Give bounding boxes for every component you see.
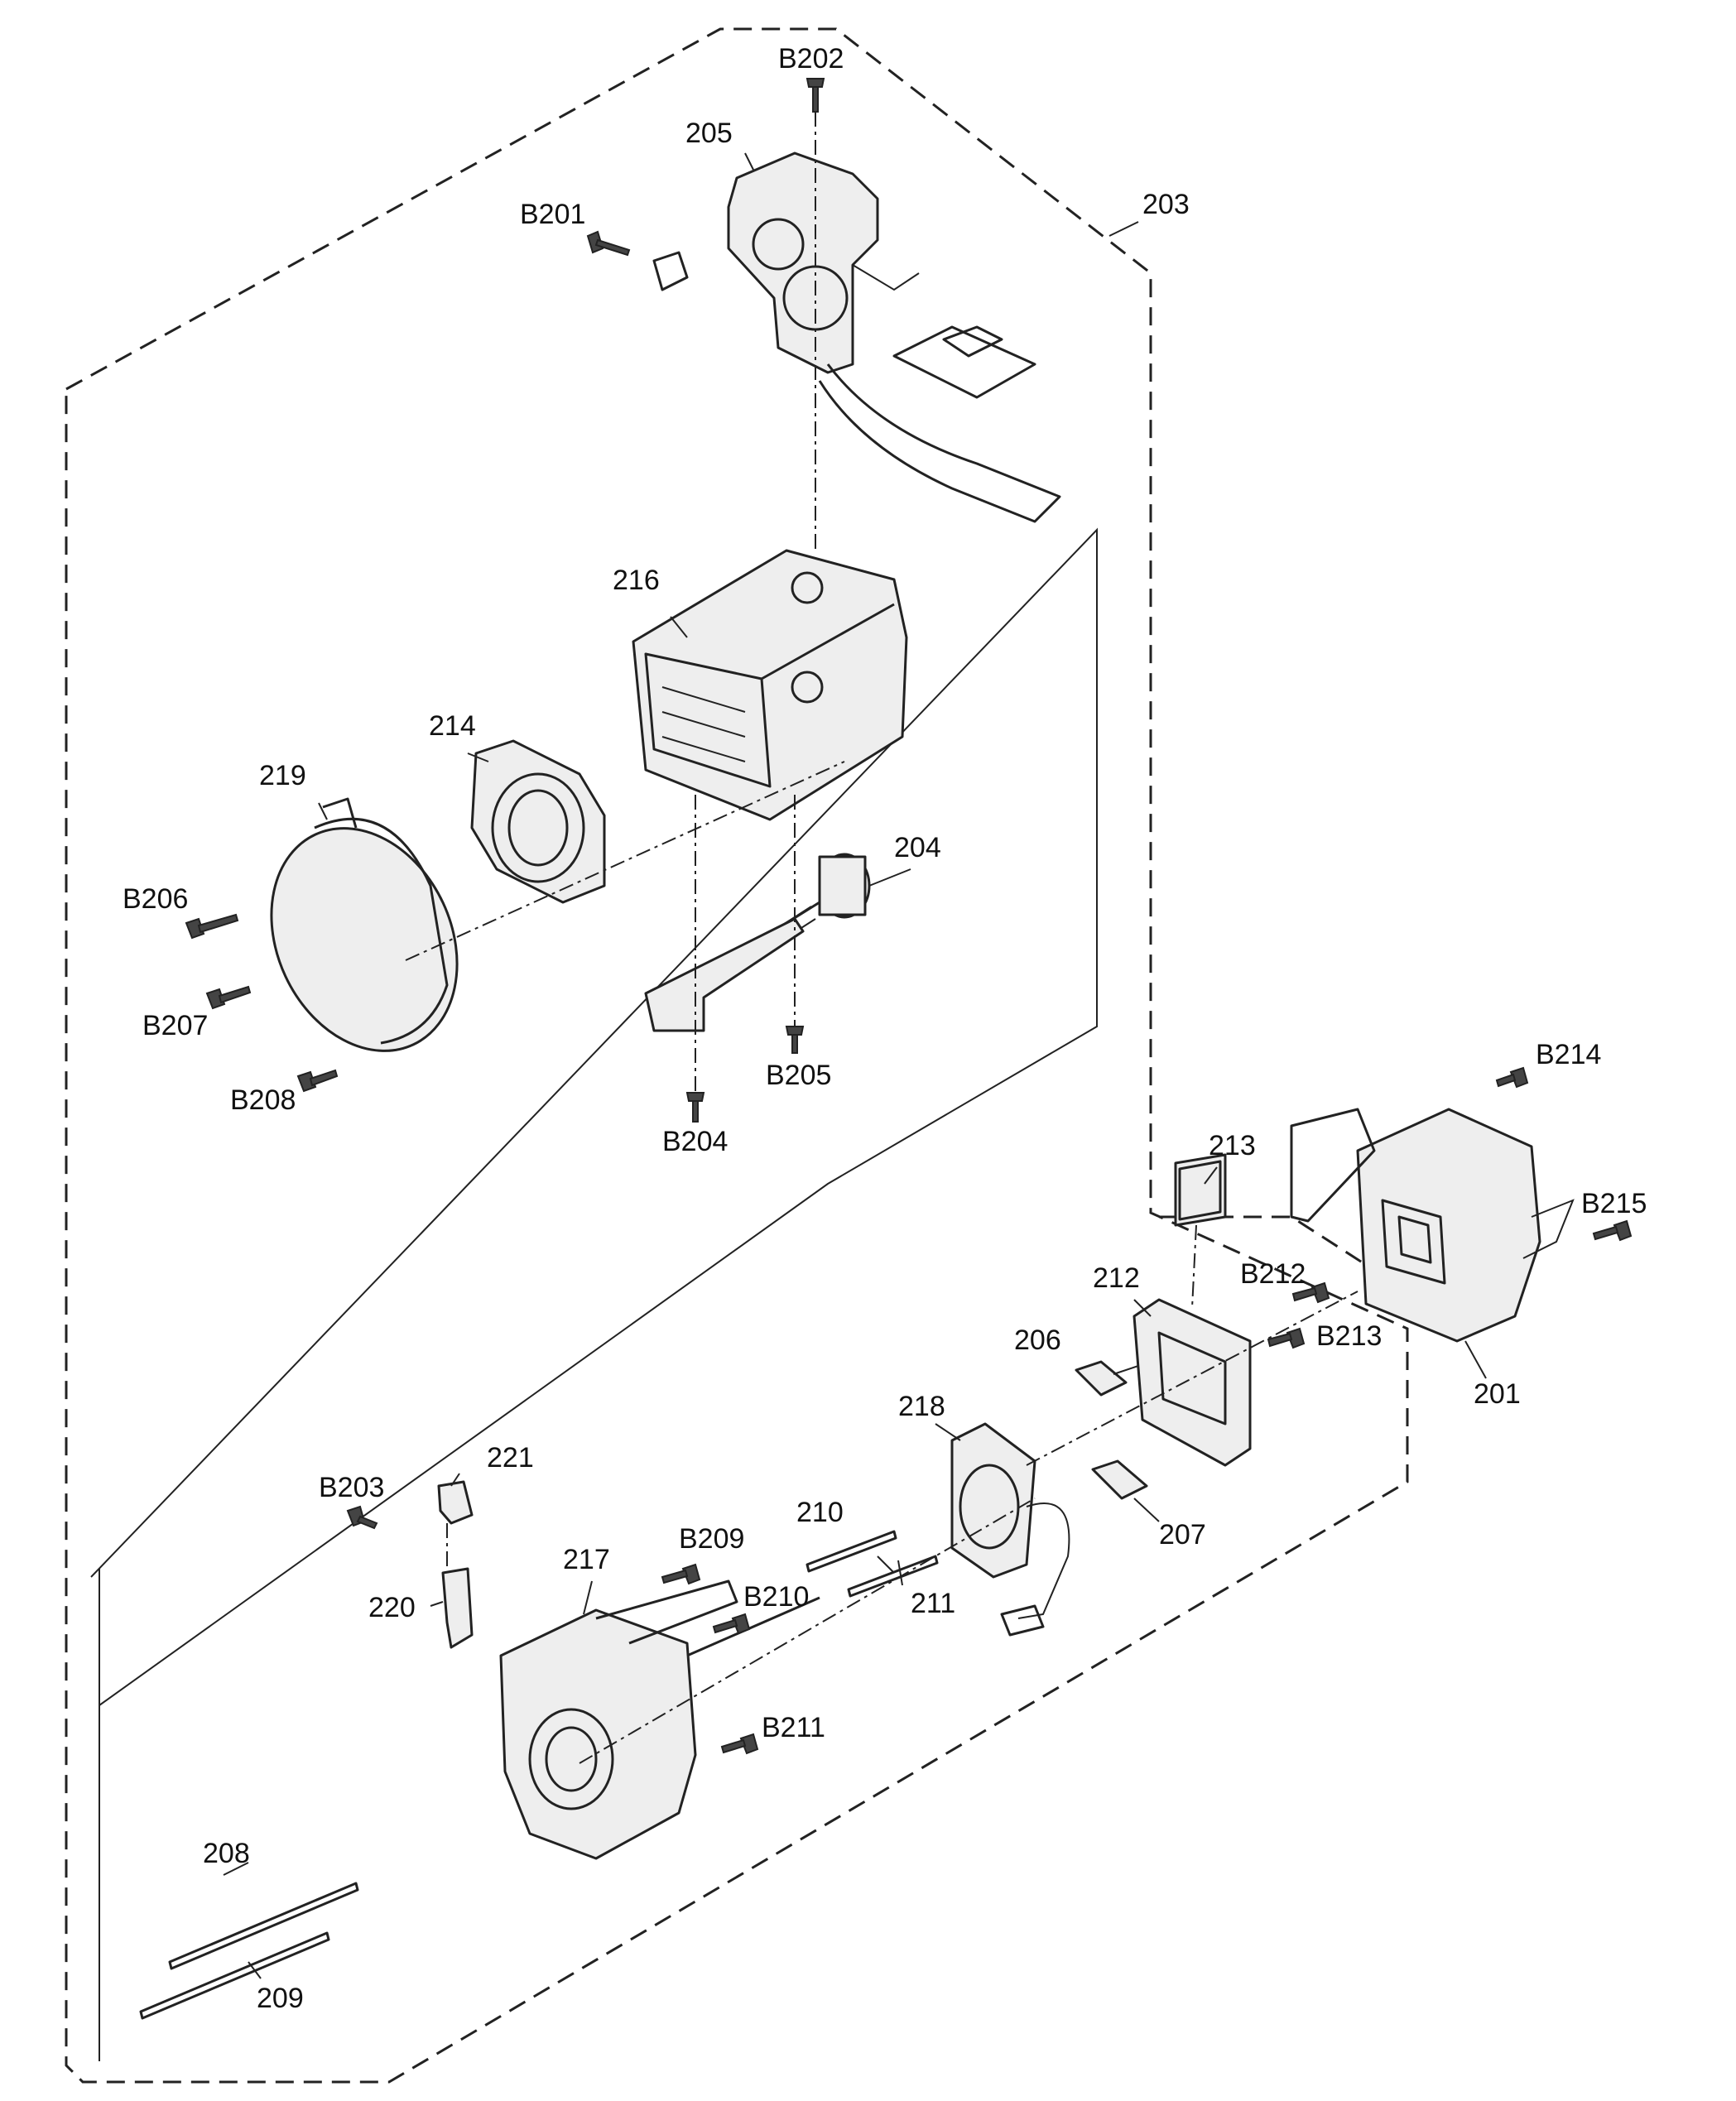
label-b205: B205: [766, 1060, 831, 1091]
part-214-ring-plate: [470, 739, 606, 904]
label-203: 203: [1142, 189, 1190, 220]
screw-b207: [205, 985, 252, 1010]
screw-b208: [296, 1069, 339, 1093]
label-b209: B209: [679, 1523, 744, 1555]
label-219: 219: [259, 760, 306, 791]
label-b215: B215: [1581, 1188, 1647, 1219]
part-218-shutter-frame: [950, 1422, 1070, 1637]
part-207-pad: [1091, 1459, 1148, 1500]
part-211-guide-rod: [847, 1555, 939, 1598]
label-209: 209: [257, 1983, 304, 2014]
part-205-sensor-bracket: [727, 151, 920, 374]
part-219-front-cover: [270, 797, 459, 1052]
label-b207: B207: [142, 1010, 208, 1041]
label-b211: B211: [762, 1712, 825, 1743]
label-216: 216: [613, 565, 660, 596]
label-210: 210: [796, 1497, 844, 1528]
label-220: 220: [368, 1592, 416, 1623]
part-210-guide-rod: [805, 1530, 897, 1573]
leader-lines: [223, 152, 1487, 1979]
screw-b214: [1495, 1066, 1529, 1089]
label-204: 204: [894, 832, 941, 863]
screw-b215: [1592, 1219, 1633, 1242]
part-213-filter-plate: [1174, 1153, 1227, 1227]
screw-b201: [586, 230, 631, 257]
label-211: 211: [911, 1588, 955, 1619]
assembly-boundary-dashed: [65, 27, 1409, 2084]
label-b213: B213: [1316, 1320, 1382, 1352]
label-201: 201: [1474, 1378, 1521, 1410]
part-212-sensor-frame: [1132, 1298, 1252, 1467]
label-b210: B210: [743, 1581, 809, 1613]
label-b212: B212: [1240, 1258, 1306, 1290]
label-217: 217: [563, 1544, 610, 1575]
part-208-rod: [168, 1882, 359, 1970]
screw-b204: [685, 1092, 705, 1123]
screw-b206: [185, 913, 239, 940]
screw-b205: [785, 1026, 805, 1054]
part-209-rod: [139, 1931, 330, 2020]
flex-cable: [818, 325, 1061, 523]
part-220-bracket: [441, 1567, 474, 1649]
small-clip: [652, 251, 689, 291]
label-b208: B208: [230, 1084, 296, 1116]
label-207: 207: [1159, 1519, 1206, 1551]
screw-b203: [346, 1505, 378, 1530]
label-205: 205: [685, 118, 733, 149]
alignment-lines: [405, 112, 1359, 1764]
label-212: 212: [1093, 1262, 1140, 1294]
screw-b212: [1291, 1281, 1330, 1304]
subassembly-boundary-solid: [90, 527, 1098, 1706]
part-201-ccd-block: [1290, 1108, 1575, 1343]
screw-b213: [1267, 1327, 1306, 1349]
screw-b209: [661, 1563, 701, 1585]
screw-b211: [720, 1733, 759, 1755]
label-b206: B206: [123, 883, 188, 915]
callout-labels: B202 205 B201 203 216 214 219 204 B206 B…: [123, 43, 1647, 2014]
screw-b202: [805, 78, 825, 113]
label-213: 213: [1209, 1130, 1256, 1161]
part-217-lens-block: [499, 1579, 820, 1860]
label-206: 206: [1014, 1325, 1061, 1356]
label-b214: B214: [1536, 1039, 1601, 1070]
label-b204: B204: [662, 1126, 728, 1157]
label-208: 208: [203, 1838, 250, 1869]
part-221-small-bracket: [437, 1480, 474, 1525]
part-206-pad: [1075, 1360, 1128, 1397]
label-218: 218: [898, 1391, 945, 1422]
part-204-motor-leadscrew: [644, 853, 871, 1032]
label-221: 221: [487, 1442, 534, 1474]
part-216-lens-housing: [632, 549, 908, 821]
screw-b210: [712, 1613, 751, 1635]
label-b201: B201: [520, 199, 585, 230]
label-b203: B203: [319, 1472, 384, 1503]
label-214: 214: [429, 710, 476, 742]
label-b202: B202: [778, 43, 844, 75]
